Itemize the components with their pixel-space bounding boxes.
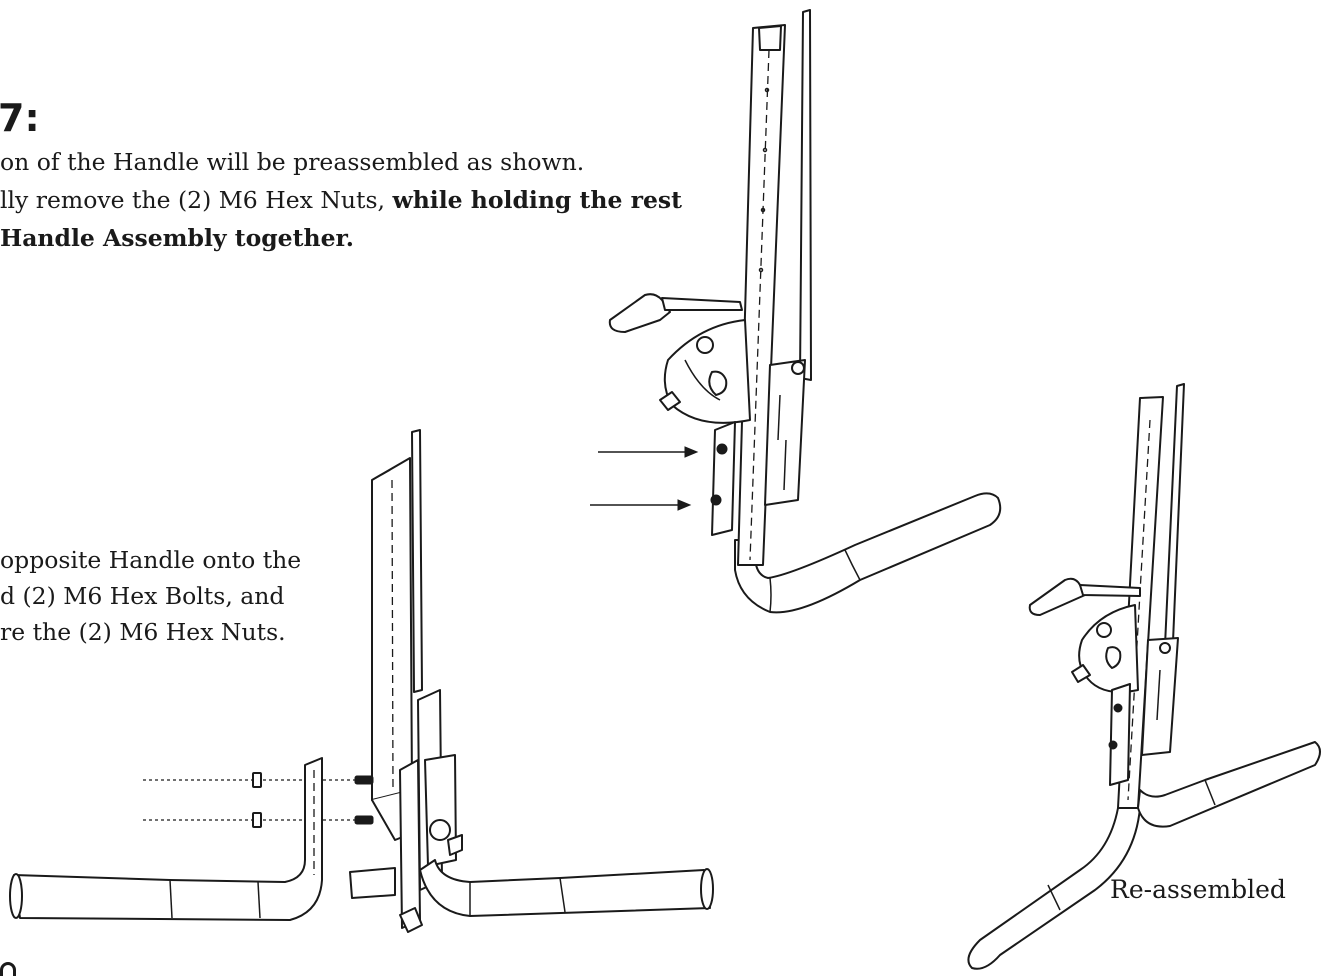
instruction-remove-nuts-line-3-bold: Handle Assembly together. xyxy=(0,224,354,252)
preassembled-handle-figure xyxy=(590,9,1002,614)
instruction-attach-handle-line-1: opposite Handle onto the xyxy=(0,546,302,574)
instruction-attach-handle-line-2: d (2) M6 Hex Bolts, and xyxy=(0,582,285,610)
step-number: 7: xyxy=(0,96,40,140)
next-step-number-fragment xyxy=(0,962,16,976)
exploded-handle-figure xyxy=(9,429,714,933)
instruction-remove-nuts: on of the Handle will be preassembled as… xyxy=(0,143,682,257)
reassembled-handle-figure xyxy=(967,383,1321,970)
instruction-remove-nuts-line-3: Handle Assembly together. xyxy=(0,219,682,257)
instruction-attach-handle: opposite Handle onto the d (2) M6 Hex Bo… xyxy=(0,542,301,650)
reassembled-caption: Re-assembled xyxy=(1110,875,1286,904)
instruction-remove-nuts-line-1: on of the Handle will be preassembled as… xyxy=(0,148,585,176)
instruction-attach-handle-line-3: re the (2) M6 Hex Nuts. xyxy=(0,618,286,646)
instruction-remove-nuts-line-2: lly remove the (2) M6 Hex Nuts, while ho… xyxy=(0,181,682,219)
instruction-remove-nuts-line-2-bold: while holding the rest xyxy=(392,186,683,214)
instruction-remove-nuts-line-2-normal: lly remove the (2) M6 Hex Nuts, xyxy=(0,186,393,214)
